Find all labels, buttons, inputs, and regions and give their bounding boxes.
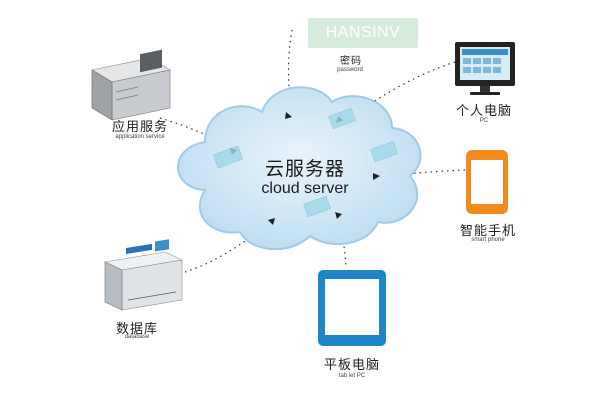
smartphone-label-zh: 智能手机	[459, 224, 516, 239]
database-label-en: database	[124, 334, 150, 340]
smartphone-icon	[466, 150, 508, 214]
smartphone-label-en: smart phone	[471, 237, 505, 243]
tablet-label-en: tab let PC	[338, 373, 366, 379]
password-label-en: password	[337, 67, 363, 73]
hansinv-badge: HANSINV	[308, 18, 418, 48]
cloud-title-en: cloud server	[261, 180, 349, 197]
pc-label-zh: 个人电脑	[455, 104, 512, 119]
monitor-icon	[455, 42, 515, 95]
app-service-label-zh: 应用服务	[111, 120, 168, 135]
line-tablet	[337, 213, 347, 269]
cloud-shape	[177, 86, 422, 250]
pc-label-en: PC	[479, 118, 489, 124]
tablet-icon	[318, 270, 386, 346]
database-label-zh: 数据库	[115, 322, 158, 337]
cloud-title-zh: 云服务器	[264, 158, 345, 180]
tablet-label-zh: 平板电脑	[323, 358, 380, 373]
cloud-decor-cards	[213, 107, 399, 218]
database-box-icon	[104, 239, 183, 311]
password-label-zh: 密码	[340, 56, 362, 67]
app-service-label-en: application service	[115, 134, 165, 140]
server-rack-icon	[91, 49, 171, 121]
